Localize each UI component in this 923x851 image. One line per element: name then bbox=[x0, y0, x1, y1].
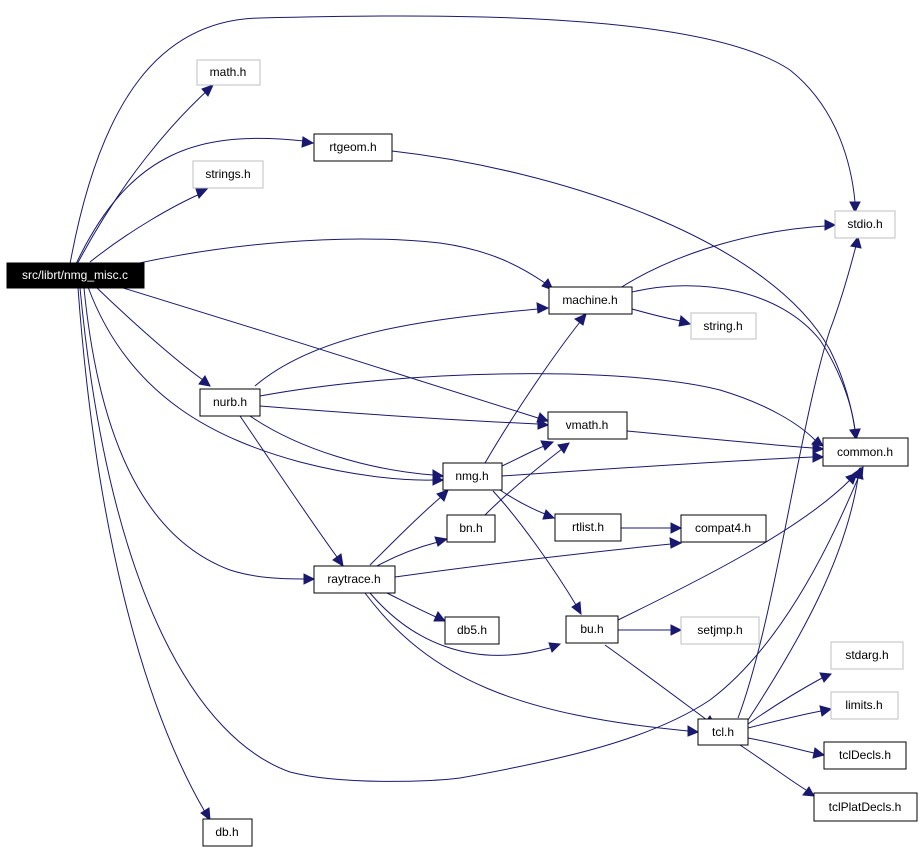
svg-text:setjmp.h: setjmp.h bbox=[697, 623, 742, 637]
svg-text:string.h: string.h bbox=[703, 319, 742, 333]
node-string-h[interactable]: string.h bbox=[690, 312, 757, 340]
node-nurb-h[interactable]: nurb.h bbox=[199, 388, 261, 417]
edge-tcl-to-stdarg bbox=[747, 672, 833, 725]
node-db-h[interactable]: db.h bbox=[202, 818, 253, 847]
node-rtlist-h[interactable]: rtlist.h bbox=[554, 513, 622, 542]
svg-text:db5.h: db5.h bbox=[457, 623, 487, 637]
nodes: src/librt/nmg_misc.c math.h rtgeom.h str… bbox=[6, 59, 918, 847]
svg-text:db.h: db.h bbox=[215, 825, 238, 839]
edge-machine-to-string bbox=[631, 308, 692, 327]
svg-text:rtlist.h: rtlist.h bbox=[572, 520, 604, 534]
edge-nmg-misc-to-machine bbox=[129, 238, 554, 291]
edge-raytrace-to-bu bbox=[369, 592, 562, 656]
edge-machine-to-stdio bbox=[619, 219, 837, 289]
edge-tcl-to-common bbox=[747, 466, 864, 721]
edge-nmg-to-vmath bbox=[501, 440, 555, 467]
node-limits-h[interactable]: limits.h bbox=[830, 691, 899, 720]
edge-tcl-to-tclPlatDecls bbox=[739, 744, 815, 797]
edge-nurb-to-raytrace bbox=[239, 415, 344, 567]
svg-text:bu.h: bu.h bbox=[580, 622, 603, 636]
node-stdarg-h[interactable]: stdarg.h bbox=[830, 641, 904, 670]
svg-text:math.h: math.h bbox=[210, 65, 247, 79]
svg-text:tclPlatDecls.h: tclPlatDecls.h bbox=[829, 800, 902, 814]
svg-text:common.h: common.h bbox=[837, 445, 893, 459]
node-tclDecls-h[interactable]: tclDecls.h bbox=[823, 741, 907, 770]
svg-text:nmg.h: nmg.h bbox=[455, 469, 488, 483]
edge-raytrace-to-bn bbox=[374, 536, 449, 568]
node-stdio-h[interactable]: stdio.h bbox=[834, 210, 896, 239]
node-machine-h[interactable]: machine.h bbox=[548, 286, 633, 315]
svg-text:machine.h: machine.h bbox=[562, 293, 617, 307]
edge-nmg-to-bu bbox=[492, 490, 582, 616]
edge-nmg-misc-to-rtgeom bbox=[75, 136, 315, 265]
svg-text:src/librt/nmg_misc.c: src/librt/nmg_misc.c bbox=[22, 268, 128, 282]
edge-nmg-misc-to-raytrace bbox=[83, 287, 316, 585]
edge-nurb-to-machine bbox=[254, 302, 550, 387]
edge-nmg-to-common bbox=[501, 451, 825, 477]
node-nmg-h[interactable]: nmg.h bbox=[442, 462, 503, 491]
svg-text:bn.h: bn.h bbox=[459, 521, 482, 535]
edge-bu-to-tcl bbox=[604, 644, 716, 727]
svg-text:tcl.h: tcl.h bbox=[712, 725, 734, 739]
edge-vmath-to-common bbox=[626, 430, 825, 454]
node-math-h[interactable]: math.h bbox=[196, 59, 261, 86]
edge-bu-to-setjmp bbox=[618, 624, 683, 636]
node-nmg-misc-c[interactable]: src/librt/nmg_misc.c bbox=[6, 262, 145, 289]
edge-bn-to-vmath bbox=[484, 442, 570, 516]
edge-nurb-to-common bbox=[259, 373, 824, 447]
edge-bu-to-common bbox=[617, 472, 858, 621]
edge-nmg-misc-to-nurb bbox=[94, 285, 211, 387]
edge-nmg-misc-to-stdio bbox=[69, 15, 861, 265]
edge-raytrace-to-nmg bbox=[369, 489, 449, 566]
svg-text:rtgeom.h: rtgeom.h bbox=[329, 140, 376, 154]
node-tcl-h[interactable]: tcl.h bbox=[697, 718, 749, 746]
node-common-h[interactable]: common.h bbox=[822, 437, 909, 467]
node-bn-h[interactable]: bn.h bbox=[446, 514, 496, 543]
edge-nmg-misc-to-nmg bbox=[87, 286, 445, 486]
svg-text:nurb.h: nurb.h bbox=[213, 395, 247, 409]
svg-text:stdarg.h: stdarg.h bbox=[845, 648, 888, 662]
edge-nurb-to-nmg bbox=[249, 415, 445, 481]
edge-nmg-misc-to-strings bbox=[89, 188, 209, 263]
svg-text:strings.h: strings.h bbox=[205, 167, 250, 181]
edge-nurb-to-vmath bbox=[259, 405, 550, 430]
edges bbox=[69, 15, 864, 822]
svg-text:tclDecls.h: tclDecls.h bbox=[839, 748, 891, 762]
edge-nmg-to-machine bbox=[484, 313, 587, 464]
svg-text:compat4.h: compat4.h bbox=[695, 521, 751, 535]
svg-text:limits.h: limits.h bbox=[845, 698, 882, 712]
edge-nmg-misc-to-math bbox=[71, 84, 214, 275]
edge-rtlist-to-compat4 bbox=[621, 522, 683, 534]
node-setjmp-h[interactable]: setjmp.h bbox=[680, 616, 760, 645]
svg-text:vmath.h: vmath.h bbox=[566, 418, 609, 432]
edge-nmg-misc-to-db bbox=[77, 287, 211, 822]
edge-tcl-to-tclDecls bbox=[747, 737, 826, 759]
node-tclPlatDecls-h[interactable]: tclPlatDecls.h bbox=[813, 792, 918, 822]
node-bu-h[interactable]: bu.h bbox=[565, 615, 619, 644]
node-db5-h[interactable]: db5.h bbox=[444, 616, 500, 645]
edge-machine-to-common bbox=[631, 285, 861, 441]
node-compat4-h[interactable]: compat4.h bbox=[680, 514, 767, 543]
edge-raytrace-to-compat4 bbox=[394, 537, 683, 578]
edge-raytrace-to-db5 bbox=[384, 591, 447, 622]
edge-raytrace-to-tcl bbox=[364, 592, 700, 737]
edge-nmg-misc-to-vmath bbox=[119, 286, 550, 423]
node-raytrace-h[interactable]: raytrace.h bbox=[313, 565, 396, 594]
node-rtgeom-h[interactable]: rtgeom.h bbox=[313, 133, 393, 162]
node-vmath-h[interactable]: vmath.h bbox=[547, 411, 628, 440]
edge-tcl-to-stdio bbox=[737, 235, 862, 719]
edge-nmg-to-rtlist bbox=[499, 489, 556, 520]
svg-text:stdio.h: stdio.h bbox=[847, 217, 882, 231]
node-strings-h[interactable]: strings.h bbox=[192, 160, 264, 189]
svg-text:raytrace.h: raytrace.h bbox=[327, 572, 380, 586]
edge-tcl-to-limits bbox=[747, 705, 833, 729]
